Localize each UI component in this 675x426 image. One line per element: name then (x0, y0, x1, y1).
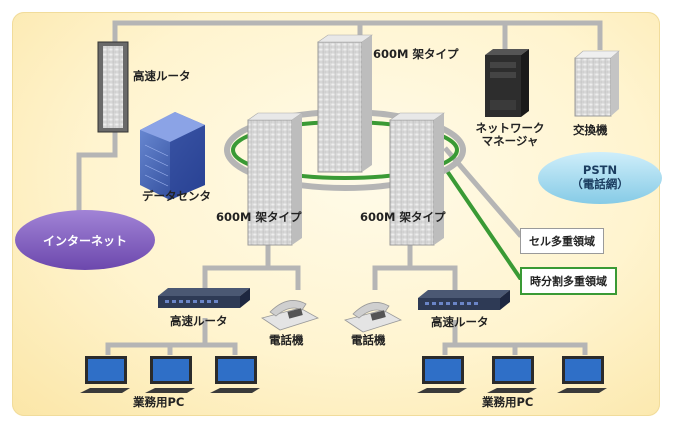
pc-right-1 (417, 356, 467, 393)
datacenter-label: データセンタ (142, 189, 211, 203)
pstn-cloud (538, 152, 662, 204)
datacenter-building (140, 112, 205, 200)
pc-left-3 (210, 356, 260, 393)
internet-label: インターネット (42, 233, 127, 248)
pc-right-2 (487, 356, 537, 393)
exchange-unit (574, 50, 620, 117)
cell-region-label: セル多重領域 (520, 228, 604, 254)
internet-cloud (15, 210, 155, 270)
right-pc-label: 業務用PC (482, 395, 534, 409)
right-telephone (344, 302, 403, 333)
top-center-rack (317, 34, 373, 173)
top-router-label: 高速ルータ (133, 69, 191, 83)
tdm-region-label: 時分割多重領域 (520, 267, 617, 295)
right-phone-label: 電話機 (351, 333, 386, 347)
pc-left-1 (80, 356, 130, 393)
pc-left-2 (145, 356, 195, 393)
left-switch (158, 288, 250, 308)
right-rack (389, 112, 445, 246)
right-switch (418, 290, 510, 310)
left-rack-label: 600M 架タイプ (216, 210, 302, 224)
top-rack-label: 600M 架タイプ (373, 47, 459, 61)
left-pc-label: 業務用PC (133, 395, 185, 409)
right-rack-label: 600M 架タイプ (360, 210, 446, 224)
top-router-rack (97, 41, 129, 133)
left-phone-label: 電話機 (269, 333, 304, 347)
pstn-label: PSTN （電話網） (571, 163, 629, 191)
left-telephone (261, 300, 320, 331)
left-rack (247, 112, 303, 246)
right-router-label: 高速ルータ (431, 315, 489, 329)
network-manager-label: ネットワーク マネージャ (475, 121, 545, 149)
exchange-label: 交換機 (573, 123, 608, 137)
pc-right-3 (557, 356, 607, 393)
tdm-link-line (443, 166, 540, 280)
network-manager-server (485, 49, 529, 117)
left-router-label: 高速ルータ (170, 314, 228, 328)
